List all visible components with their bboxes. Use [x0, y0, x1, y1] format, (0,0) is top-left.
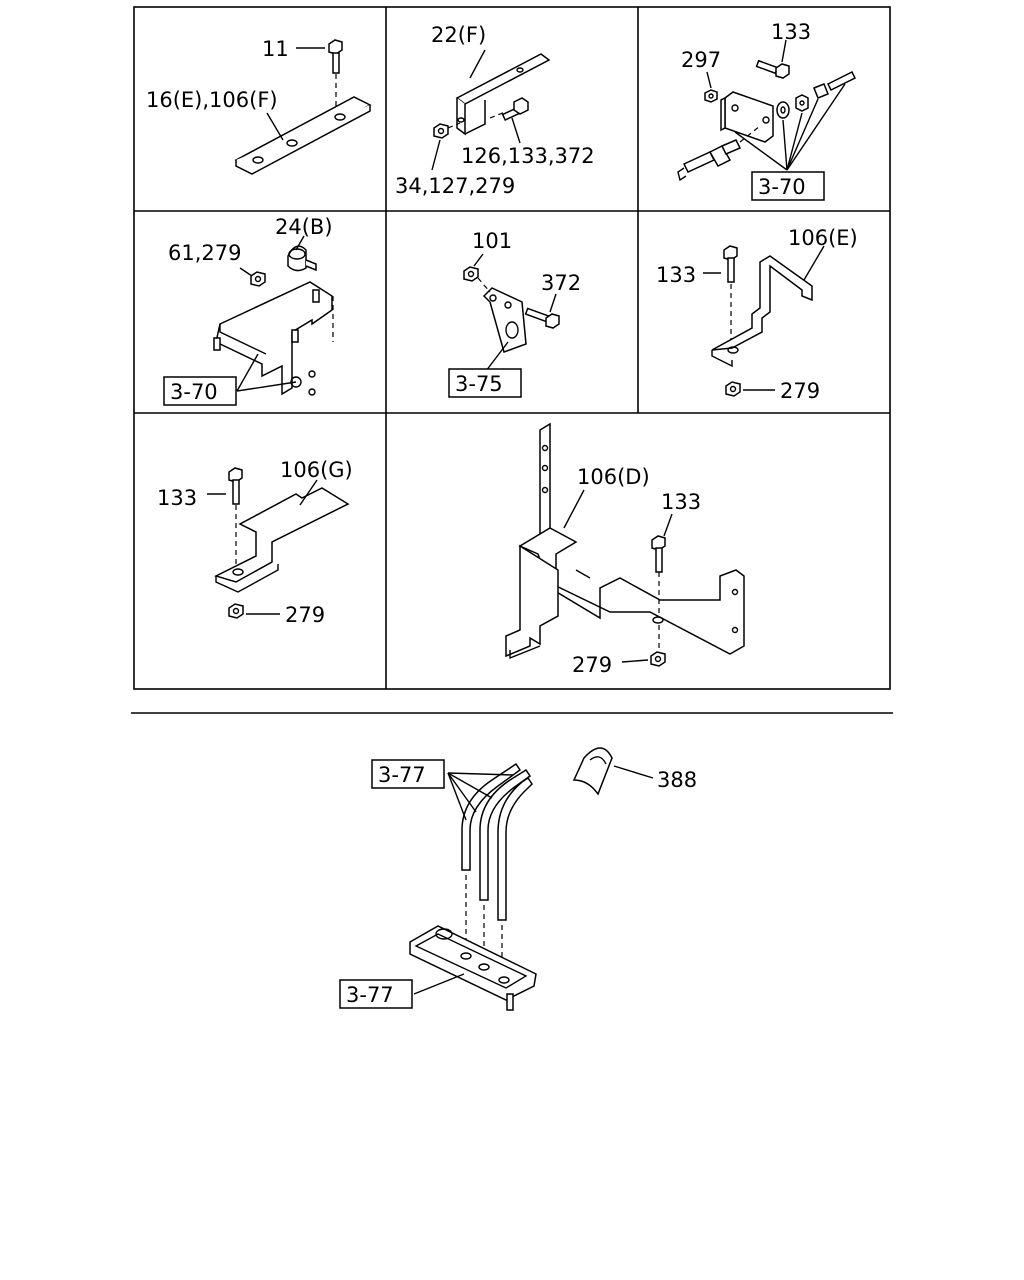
- ref-3-75: 3-75: [455, 372, 503, 396]
- bracket-icon: [234, 96, 372, 175]
- panel-6: 106(E) 133 279: [656, 226, 858, 403]
- lower-assembly: 3-77 3-77 388: [339, 747, 697, 1011]
- grid-frame: [133, 6, 891, 690]
- pipe-icon: [461, 762, 533, 978]
- label-clip-24b: 24(B): [275, 215, 333, 239]
- bracket-icon: [482, 287, 527, 353]
- bolt-icon: [328, 39, 343, 74]
- nut-icon: [250, 271, 266, 287]
- label-bolt-133: 133: [157, 486, 197, 510]
- nut-icon: [433, 123, 449, 139]
- panel-5: 3-75 101 372: [448, 229, 581, 398]
- bolt-icon: [501, 97, 529, 121]
- nut-icon: [725, 381, 741, 397]
- label-bolt-133: 133: [661, 490, 701, 514]
- bracket-icon: [505, 422, 745, 660]
- panel-2: 22(F) 126,133,372 34,127,279: [395, 23, 595, 198]
- bolt-icon: [651, 535, 666, 573]
- bolt-icon: [723, 245, 738, 283]
- clip-icon: [287, 245, 317, 272]
- bracket-icon: [455, 53, 551, 136]
- label-nut-61-279: 61,279: [168, 241, 241, 265]
- label-nut-297: 297: [681, 48, 721, 72]
- bolt-icon: [755, 59, 790, 79]
- label-nuts: 34,127,279: [395, 174, 515, 198]
- bracket-icon: [711, 255, 813, 368]
- label-bracket-22f: 22(F): [431, 23, 486, 47]
- nut-icon: [650, 651, 666, 667]
- bracket-icon: [720, 91, 774, 143]
- label-bracket-106e: 106(E): [788, 226, 858, 250]
- washer-icon: [776, 101, 790, 119]
- panel-7: 106(G) 133 279: [157, 458, 353, 627]
- nut-icon: [795, 94, 809, 112]
- clip-icon: [572, 747, 613, 796]
- bolt-icon: [228, 467, 243, 505]
- nut-icon: [463, 266, 479, 282]
- pipe-icon: [677, 125, 761, 182]
- label-nut-279: 279: [572, 653, 612, 677]
- label-clip-388: 388: [657, 768, 697, 792]
- bracket-icon: [213, 487, 350, 593]
- label-bracket-106g: 106(G): [280, 458, 353, 482]
- label-nut-279: 279: [285, 603, 325, 627]
- label-bolt-133: 133: [656, 263, 696, 287]
- panel-1: 11 16(E),106(F): [146, 37, 372, 175]
- fitting-icon: [813, 70, 857, 99]
- ref-3-70: 3-70: [758, 175, 806, 199]
- label-nut-101: 101: [472, 229, 512, 253]
- label-bolt-133: 133: [771, 20, 811, 44]
- label-bolt-372: 372: [541, 271, 581, 295]
- ref-3-77-pipes: 3-77: [378, 763, 426, 787]
- panel-8: 106(D) 133 279: [505, 422, 745, 677]
- mounting-plate-icon: [409, 925, 537, 1011]
- panel-3: 3-70 133 297: [677, 20, 857, 201]
- panel-4: 3-70 24(B) 61,279: [163, 215, 334, 406]
- nut-icon: [228, 603, 244, 619]
- label-bolts: 126,133,372: [461, 144, 595, 168]
- label-bracket-106d: 106(D): [577, 465, 650, 489]
- bracket-icon: [213, 281, 334, 396]
- label-plate: 16(E),106(F): [146, 88, 278, 112]
- ref-3-70: 3-70: [170, 380, 218, 404]
- ref-3-77-plate: 3-77: [346, 983, 394, 1007]
- label-nut-279: 279: [780, 379, 820, 403]
- bolt-icon: [524, 307, 560, 329]
- nut-icon: [704, 89, 718, 103]
- label-bolt-11: 11: [262, 37, 289, 61]
